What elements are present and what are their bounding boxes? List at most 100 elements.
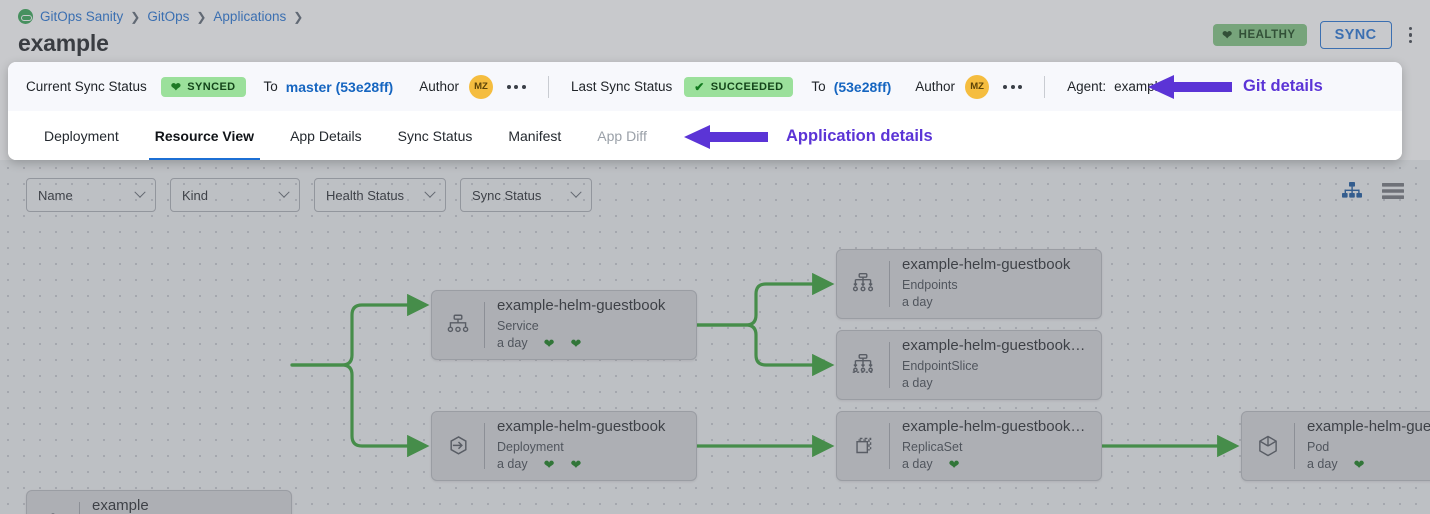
- graph-toolbar: Name Kind Health Status Sync Status: [0, 160, 1430, 218]
- node-divider: [484, 423, 485, 469]
- health-status-label: HEALTHY: [1238, 29, 1296, 41]
- graph-node-deployment[interactable]: example-helm-guestbook Deployment a day …: [431, 411, 697, 481]
- node-age: a day: [902, 376, 933, 391]
- chevron-down-icon: [278, 186, 290, 198]
- chevron-down-icon: [424, 186, 436, 198]
- filter-kind-label: Kind: [182, 187, 209, 203]
- node-age: a day: [902, 295, 933, 310]
- last-sync-more-icon[interactable]: [1003, 84, 1023, 89]
- tab-resource-view[interactable]: Resource View: [137, 111, 272, 160]
- node-age: a day: [1307, 457, 1338, 472]
- filter-health-status-select[interactable]: Health Status: [314, 178, 446, 212]
- graph-node-endpointslice[interactable]: example-helm-guestbook-ct... EndpointSli…: [836, 330, 1102, 400]
- chevron-down-icon: [570, 186, 582, 198]
- health-heart-icon: ❤: [543, 456, 555, 472]
- heart-icon: ❤: [170, 79, 182, 94]
- current-revision-link[interactable]: master (53e28ff): [285, 78, 394, 95]
- node-title: example-helm-guestbook: [902, 256, 1071, 274]
- health-heart-icon: ❤: [543, 335, 555, 351]
- check-circle-icon: ✔: [694, 79, 705, 94]
- last-to-label: To: [811, 79, 826, 94]
- node-meta: a day: [902, 294, 1089, 312]
- gitops-logo-icon: [18, 9, 33, 24]
- filter-kind-select[interactable]: Kind: [170, 178, 300, 212]
- node-title: example-helm-guestbook: [497, 297, 666, 315]
- annotation-git-details-arrow: [1148, 74, 1232, 100]
- annotation-git-details-text: Git details: [1243, 77, 1323, 95]
- node-title: example-helm-guestbook: [497, 418, 666, 436]
- graph-node-endpoints[interactable]: example-helm-guestbook Endpoints a day: [836, 249, 1102, 319]
- node-meta: a day ❤: [902, 456, 1089, 474]
- node-divider: [889, 342, 890, 388]
- divider: [547, 75, 549, 98]
- node-divider: [484, 302, 485, 348]
- health-heart-icon: ❤: [1353, 456, 1365, 472]
- current-sync-status-badge: ❤ SYNCED: [160, 76, 246, 97]
- current-sync-status-label: Current Sync Status: [26, 79, 147, 94]
- tree-view-icon[interactable]: [1342, 182, 1362, 200]
- node-title: example-helm-guest: [1307, 418, 1430, 436]
- graph-node-replicaset[interactable]: example-helm-guestbook-74... ReplicaSet …: [836, 411, 1102, 481]
- filter-group: Name Kind Health Status Sync Status: [26, 178, 592, 212]
- node-title: example-helm-guestbook-ct...: [902, 337, 1089, 355]
- last-sync-status-label: Last Sync Status: [570, 79, 673, 94]
- node-divider: [1294, 423, 1295, 469]
- tab-manifest[interactable]: Manifest: [490, 111, 579, 160]
- page-title: example: [18, 30, 109, 56]
- tab-app-details[interactable]: App Details: [272, 111, 380, 160]
- breadcrumb-separator-icon: ❯: [196, 9, 207, 24]
- node-meta: a day ❤: [1307, 456, 1430, 474]
- current-sync-more-icon[interactable]: [506, 84, 526, 89]
- replicaset-icon: [837, 412, 889, 480]
- node-title: example-helm-guestbook-74...: [902, 418, 1089, 436]
- last-sync-status-value: SUCCEEDED: [710, 80, 784, 93]
- graph-node-application[interactable]: example Application a day ❤ ❤: [26, 490, 292, 514]
- annotation-application-details-text: Application details: [786, 127, 933, 145]
- node-kind: ReplicaSet: [902, 439, 963, 454]
- list-view-icon[interactable]: [1382, 182, 1404, 200]
- tab-label: Manifest: [508, 127, 562, 144]
- tab-label: App Details: [290, 127, 362, 144]
- sync-button[interactable]: SYNC: [1319, 21, 1392, 49]
- last-author-label: Author: [915, 79, 956, 94]
- resource-graph-canvas[interactable]: example Application a day ❤ ❤ exam: [0, 160, 1430, 514]
- breadcrumb-item-applications[interactable]: Applications: [213, 9, 287, 24]
- graph-node-pod[interactable]: example-helm-guest Pod a day ❤: [1241, 411, 1430, 481]
- sync-heart-icon: ❤: [570, 335, 582, 351]
- node-kind: Service: [497, 318, 539, 333]
- health-status-badge: ❤ HEALTHY: [1213, 24, 1307, 46]
- breadcrumb-item-gitops[interactable]: GitOps: [147, 9, 190, 24]
- annotation-application-details-arrow: [684, 124, 768, 150]
- deployment-icon: [432, 412, 484, 480]
- tab-deployment[interactable]: Deployment: [26, 111, 137, 160]
- node-meta: a day ❤ ❤: [497, 335, 684, 353]
- header-actions: ❤ HEALTHY SYNC: [1213, 21, 1416, 49]
- view-toggle-group: [1342, 182, 1404, 200]
- node-title: example: [92, 497, 149, 514]
- endpointslice-icon: [837, 331, 889, 399]
- last-revision-link[interactable]: (53e28ff): [833, 78, 892, 95]
- agent-label: Agent:: [1067, 79, 1107, 94]
- page-header: GitOps Sanity ❯ GitOps ❯ Applications ❯ …: [0, 0, 1430, 62]
- node-divider: [889, 261, 890, 307]
- breadcrumb-separator-icon: ❯: [293, 9, 304, 24]
- node-kind: EndpointSlice: [902, 359, 979, 374]
- node-divider: [889, 423, 890, 469]
- filter-health-status-label: Health Status: [326, 187, 405, 203]
- tab-app-diff[interactable]: App Diff: [579, 111, 665, 160]
- breadcrumb-item-gitops-sanity[interactable]: GitOps Sanity: [40, 9, 124, 24]
- sync-heart-icon: ❤: [570, 456, 582, 472]
- node-age: a day: [902, 457, 933, 472]
- node-age: a day: [497, 336, 528, 351]
- filter-name-select[interactable]: Name: [26, 178, 156, 212]
- filter-sync-status-select[interactable]: Sync Status: [460, 178, 592, 212]
- pod-icon: [1242, 412, 1294, 480]
- chevron-down-icon: [134, 186, 146, 198]
- avatar: MZ: [468, 74, 493, 99]
- more-options-icon[interactable]: [1405, 25, 1417, 46]
- current-to-label: To: [263, 79, 278, 94]
- health-heart-icon: ❤: [948, 456, 960, 472]
- application-icon: [27, 491, 79, 514]
- graph-node-service[interactable]: example-helm-guestbook Service a day ❤ ❤: [431, 290, 697, 360]
- tab-sync-status[interactable]: Sync Status: [380, 111, 491, 160]
